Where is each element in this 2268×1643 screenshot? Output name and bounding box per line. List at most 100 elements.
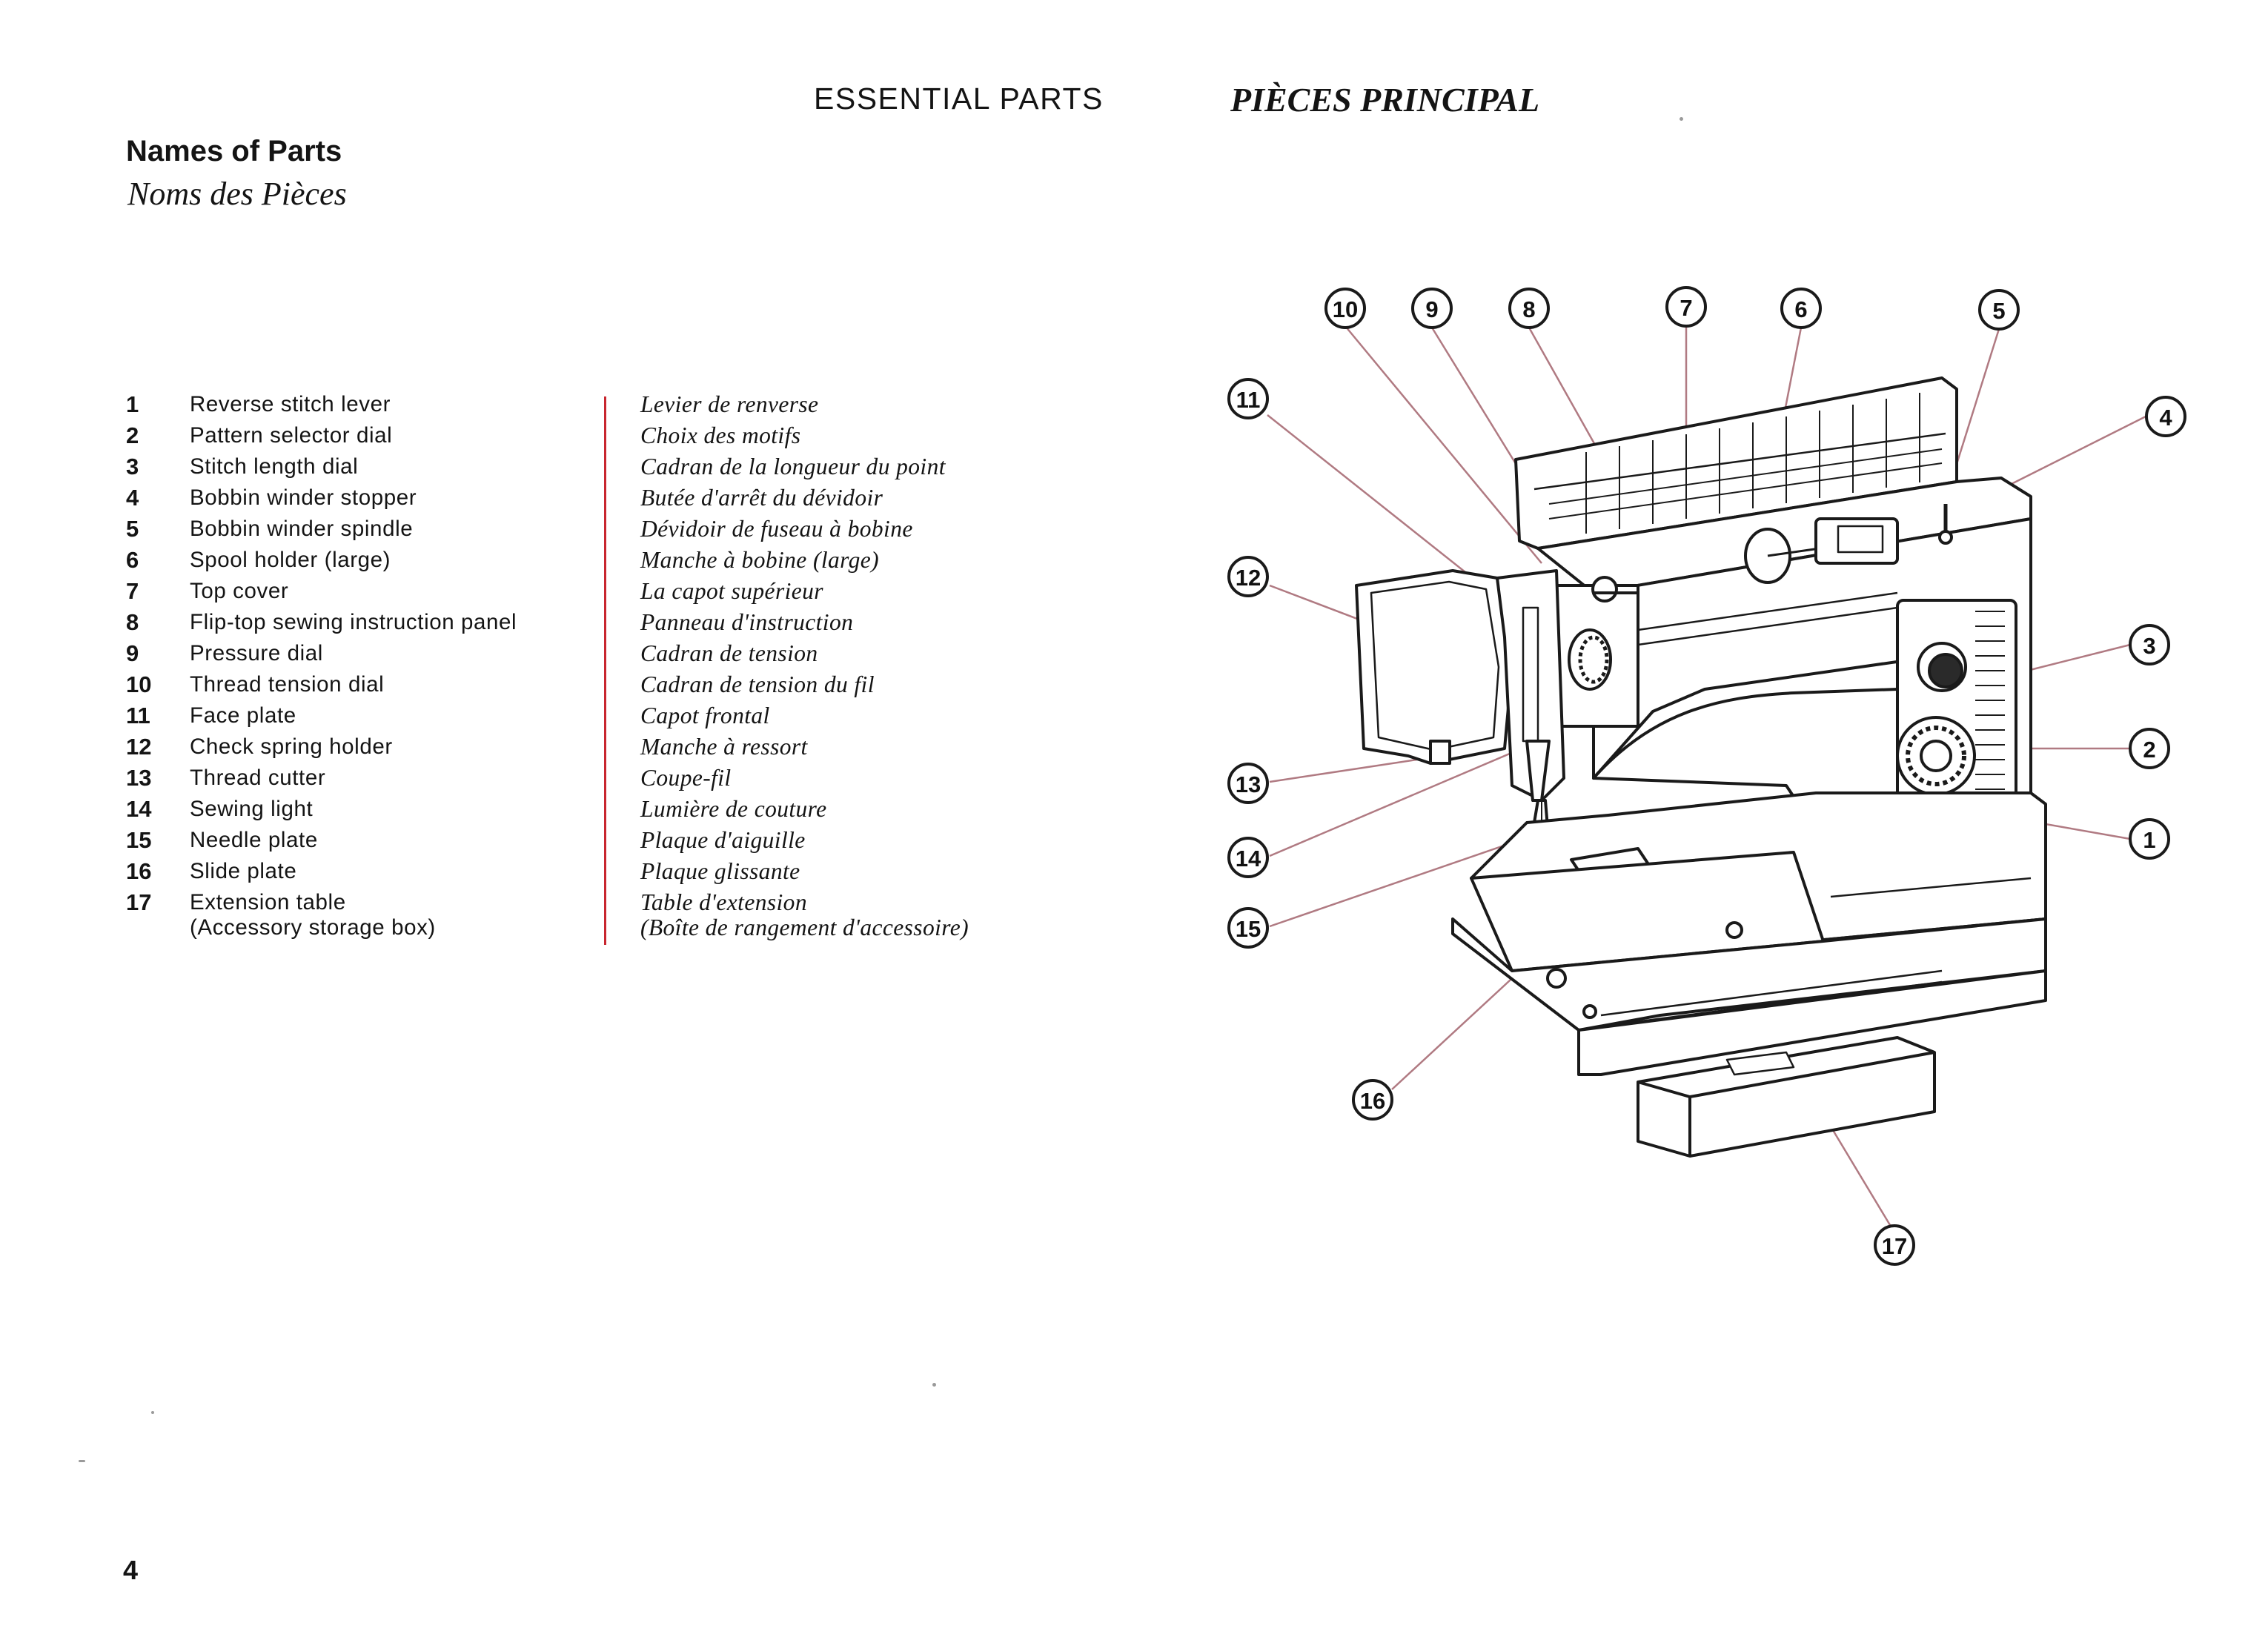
svg-text:9: 9 bbox=[1425, 296, 1438, 322]
part-number: 6 bbox=[126, 547, 139, 573]
part-name-fr: Cadran de la longueur du point bbox=[640, 454, 946, 479]
part-name-fr: Cadran de tension bbox=[640, 640, 818, 666]
part-name-en: Check spring holder bbox=[190, 734, 393, 759]
callout-14: 14 bbox=[1227, 837, 1269, 878]
part-number: 14 bbox=[126, 796, 152, 822]
part-name-fr: Plaque glissante bbox=[640, 858, 800, 884]
callout-16: 16 bbox=[1352, 1079, 1393, 1121]
svg-text:12: 12 bbox=[1236, 565, 1261, 591]
callout-1: 1 bbox=[2129, 818, 2170, 860]
part-name-fr: La capot supérieur bbox=[640, 578, 823, 604]
svg-text:14: 14 bbox=[1236, 846, 1261, 872]
callout-2: 2 bbox=[2129, 728, 2170, 769]
part-name-fr: Lumière de couture bbox=[640, 796, 827, 822]
leader-line-14 bbox=[1269, 743, 1531, 857]
part-name-en: Slide plate bbox=[190, 859, 297, 883]
callout-15: 15 bbox=[1227, 907, 1269, 949]
part-name-fr-line2: (Boîte de rangement d'accessoire) bbox=[640, 915, 969, 940]
callout-12: 12 bbox=[1227, 556, 1269, 597]
svg-text:13: 13 bbox=[1236, 771, 1261, 797]
part-number: 15 bbox=[126, 827, 152, 853]
svg-text:5: 5 bbox=[1992, 298, 2005, 324]
part-number: 1 bbox=[126, 391, 139, 417]
callout-6: 6 bbox=[1780, 288, 1822, 329]
part-name-fr: Manche à ressort bbox=[640, 734, 808, 760]
part-name-en: Spool holder (large) bbox=[190, 548, 391, 572]
part-name-en: Pressure dial bbox=[190, 641, 323, 666]
instruction-panel-grid bbox=[1548, 393, 1943, 534]
part-name-en: Extension table bbox=[190, 890, 346, 915]
stitch-length-knob bbox=[1928, 653, 1963, 688]
part-number: 11 bbox=[126, 703, 150, 728]
part-number: 5 bbox=[126, 516, 139, 542]
part-name-en: Top cover bbox=[190, 579, 289, 603]
callout-5: 5 bbox=[1978, 289, 2020, 331]
part-name-en: Bobbin winder stopper bbox=[190, 485, 417, 510]
leader-line-3 bbox=[2026, 643, 2131, 672]
callouts: 10 9 8 7 6 5 4 3 2 1 11 12 13 14 15 16 1… bbox=[1227, 286, 2186, 1266]
part-name-fr: Manche à bobine (large) bbox=[640, 547, 880, 573]
part-name-en: Pattern selector dial bbox=[190, 423, 393, 448]
scan-speck bbox=[932, 1383, 936, 1387]
svg-text:1: 1 bbox=[2143, 827, 2155, 853]
part-name-en: Sewing light bbox=[190, 797, 314, 821]
page-header-title-fr: PIÈCES PRINCIPAL bbox=[1230, 81, 1540, 119]
part-name-en: Reverse stitch lever bbox=[190, 392, 391, 416]
part-name-fr: Coupe-fil bbox=[640, 765, 732, 791]
part-name-en: Stitch length dial bbox=[190, 454, 359, 479]
svg-text:7: 7 bbox=[1680, 295, 1692, 321]
part-number: 2 bbox=[126, 422, 139, 448]
callout-13: 13 bbox=[1227, 763, 1269, 804]
part-name-en: Face plate bbox=[190, 703, 296, 728]
svg-text:17: 17 bbox=[1882, 1233, 1907, 1259]
part-number: 3 bbox=[126, 454, 139, 479]
leader-line-10 bbox=[1344, 325, 1542, 564]
part-name-fr: Cadran de tension du fil bbox=[640, 671, 875, 697]
callout-3: 3 bbox=[2129, 624, 2170, 666]
leader-line-4 bbox=[1986, 415, 2146, 498]
svg-text:11: 11 bbox=[1236, 387, 1261, 413]
part-number: 7 bbox=[126, 578, 139, 604]
svg-text:6: 6 bbox=[1794, 296, 1807, 322]
part-name-fr: Table d'extension bbox=[640, 889, 807, 915]
section-title-fr: Noms des Pièces bbox=[127, 176, 347, 212]
callout-4: 4 bbox=[2145, 396, 2186, 437]
svg-text:16: 16 bbox=[1360, 1088, 1385, 1114]
callout-11: 11 bbox=[1227, 378, 1269, 419]
svg-text:3: 3 bbox=[2143, 633, 2155, 659]
scan-speck bbox=[151, 1411, 154, 1414]
part-name-en: Needle plate bbox=[190, 828, 318, 852]
part-number: 4 bbox=[126, 485, 139, 511]
scan-speck bbox=[79, 1460, 85, 1462]
machine-outline bbox=[1355, 376, 2047, 1158]
column-divider bbox=[604, 396, 606, 945]
part-name-en: Thread tension dial bbox=[190, 672, 385, 697]
part-number: 13 bbox=[126, 765, 152, 791]
part-number: 9 bbox=[126, 640, 139, 666]
callout-10: 10 bbox=[1324, 288, 1366, 329]
part-number: 16 bbox=[126, 858, 152, 884]
part-number: 12 bbox=[126, 734, 152, 760]
part-name-fr: Capot frontal bbox=[640, 703, 770, 728]
svg-text:2: 2 bbox=[2143, 737, 2155, 763]
leader-line-13 bbox=[1269, 754, 1442, 783]
part-number: 8 bbox=[126, 609, 139, 635]
callout-9: 9 bbox=[1411, 288, 1453, 329]
part-name-fr: Dévidoir de fuseau à bobine bbox=[640, 516, 913, 542]
svg-text:10: 10 bbox=[1333, 296, 1358, 322]
part-name-fr: Panneau d'instruction bbox=[640, 609, 854, 635]
page-number: 4 bbox=[123, 1555, 139, 1585]
leader-line-17 bbox=[1829, 1126, 1894, 1229]
part-number: 10 bbox=[126, 671, 152, 697]
check-spring-holder bbox=[1429, 740, 1451, 765]
pressure-dial bbox=[1591, 576, 1618, 603]
part-number: 17 bbox=[126, 889, 152, 915]
svg-text:4: 4 bbox=[2159, 405, 2172, 431]
page-header-title-en: ESSENTIAL PARTS bbox=[814, 82, 1104, 116]
part-name-fr: Choix des motifs bbox=[640, 422, 801, 448]
svg-text:8: 8 bbox=[1522, 296, 1535, 322]
part-name-fr: Plaque d'aiguille bbox=[640, 827, 806, 853]
part-name-en: Thread cutter bbox=[190, 766, 326, 790]
part-name-en: Flip-top sewing instruction panel bbox=[190, 610, 517, 634]
